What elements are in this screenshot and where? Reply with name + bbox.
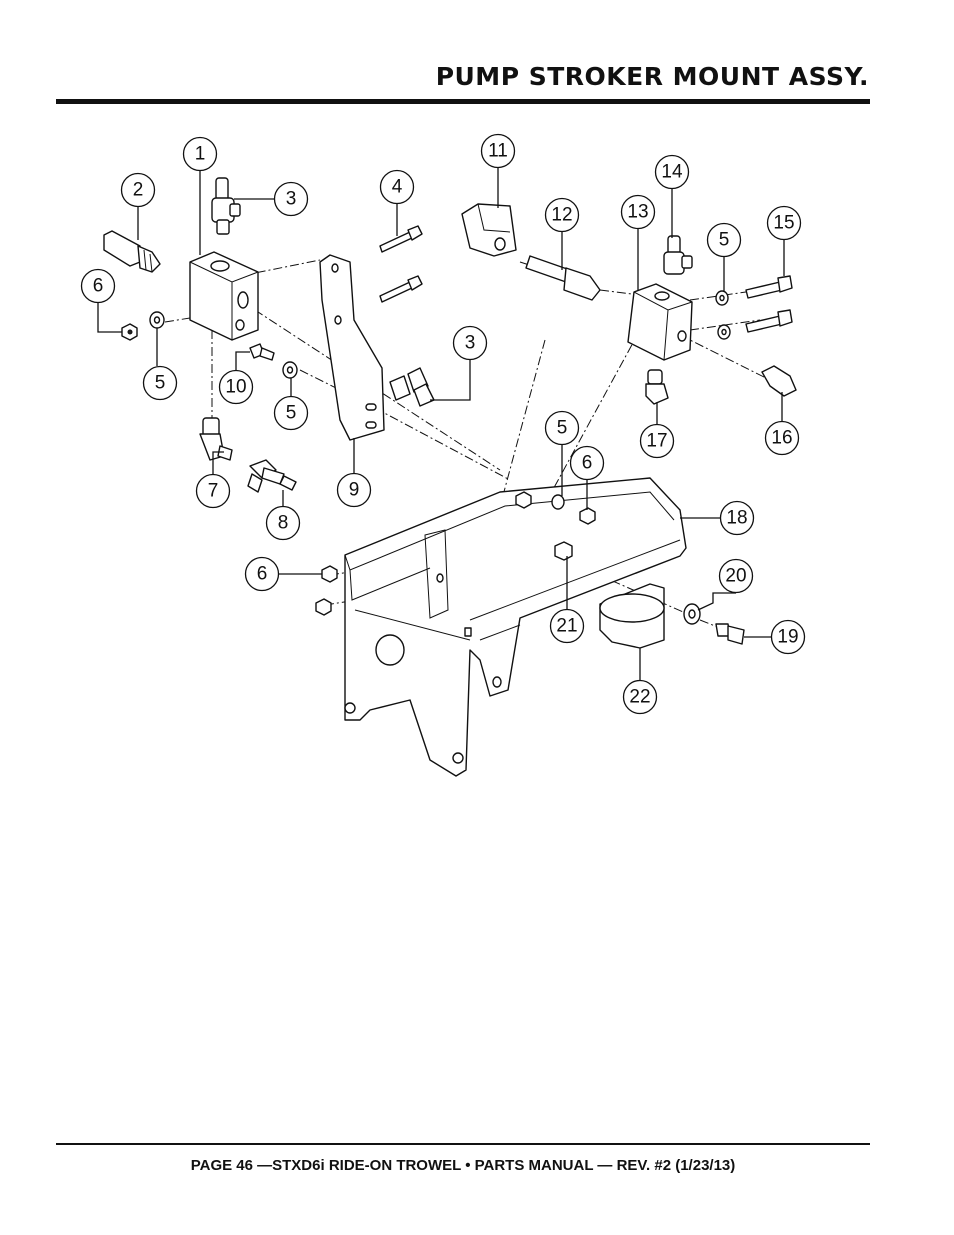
svg-text:20: 20 (725, 566, 746, 587)
callout-21: 21 (549, 608, 585, 644)
part-6-nut-left (121, 323, 138, 341)
callout-6-frame: 6 (569, 445, 605, 481)
callout-7: 7 (195, 473, 231, 509)
part-11-stroker-arm (461, 203, 517, 257)
part-2-switch (103, 230, 161, 273)
part-5-washers-right (715, 290, 731, 340)
svg-text:3: 3 (286, 189, 297, 210)
svg-text:5: 5 (719, 230, 730, 251)
callout-5-left: 5 (142, 365, 178, 401)
part-12-pin (525, 255, 601, 301)
part-7-elbow (199, 417, 233, 461)
callout-3-top: 3 (273, 181, 309, 217)
part-15-bolts (745, 275, 793, 333)
svg-text:13: 13 (627, 202, 648, 223)
svg-text:6: 6 (582, 453, 593, 474)
svg-text:3: 3 (465, 333, 476, 354)
callout-1: 1 (182, 136, 218, 172)
header-rule (56, 99, 870, 104)
svg-text:22: 22 (629, 687, 650, 708)
callout-8: 8 (265, 505, 301, 541)
callout-18: 18 (719, 500, 755, 536)
part-19-bolt (715, 623, 745, 645)
svg-text:14: 14 (661, 162, 683, 183)
part-3-tee-fitting-low (389, 367, 435, 407)
part-13-valve-block (627, 283, 693, 361)
svg-text:5: 5 (155, 373, 166, 394)
svg-text:1: 1 (195, 144, 206, 165)
svg-text:12: 12 (551, 205, 572, 226)
part-5-washer-mid (282, 361, 298, 379)
part-5-washer-left (149, 311, 165, 329)
svg-text:18: 18 (726, 508, 747, 529)
part-10-bolt (249, 343, 275, 361)
svg-text:16: 16 (771, 428, 792, 449)
frame-hardware (315, 491, 596, 616)
callout-10: 10 (218, 369, 254, 405)
svg-text:11: 11 (488, 141, 508, 162)
svg-text:5: 5 (557, 418, 568, 439)
callout-2: 2 (120, 172, 156, 208)
page-footer: PAGE 46 —STXD6i RIDE-ON TROWEL • PARTS M… (190, 1157, 736, 1174)
footer-rule (56, 1143, 870, 1145)
callout-15: 15 (766, 205, 802, 241)
part-8-tee (247, 459, 297, 493)
svg-text:6: 6 (93, 276, 104, 297)
page-title: PUMP STROKER MOUNT ASSY. (435, 62, 869, 91)
part-4-bolts (379, 225, 423, 303)
part-3-tee-fitting-top (211, 177, 241, 235)
callout-5-mid: 5 (273, 395, 309, 431)
callout-22: 22 (622, 679, 658, 715)
part-18-frame (344, 477, 687, 777)
callout-3-low: 3 (452, 325, 488, 361)
svg-text:4: 4 (392, 177, 403, 198)
svg-text:7: 7 (208, 481, 219, 502)
svg-text:17: 17 (646, 431, 667, 452)
svg-text:19: 19 (777, 627, 798, 648)
svg-text:2: 2 (133, 180, 144, 201)
svg-text:8: 8 (278, 513, 289, 534)
part-9-mount-bracket (319, 254, 385, 441)
callout-4: 4 (379, 169, 415, 205)
part-22-strap (599, 583, 665, 649)
callout-20: 20 (718, 558, 754, 594)
part-14-fitting (663, 235, 693, 275)
svg-text:10: 10 (225, 377, 246, 398)
part-20-washer (683, 603, 701, 625)
part-16-fitting (761, 365, 797, 397)
svg-text:15: 15 (773, 213, 794, 234)
callout-14: 14 (654, 154, 690, 190)
callout-11: 11 (480, 133, 516, 169)
svg-text:21: 21 (556, 616, 577, 637)
callout-6-left: 6 (80, 268, 116, 304)
callout-13: 13 (620, 194, 656, 230)
svg-text:9: 9 (349, 480, 360, 501)
callout-9: 9 (336, 472, 372, 508)
callout-6-lower: 6 (244, 556, 280, 592)
svg-text:5: 5 (286, 403, 297, 424)
callout-19: 19 (770, 619, 806, 655)
svg-text:6: 6 (257, 564, 268, 585)
callout-5-right: 5 (706, 222, 742, 258)
callout-5-frame: 5 (544, 410, 580, 446)
callout-12: 12 (544, 197, 580, 233)
part-1-valve-block (189, 251, 259, 341)
callout-17: 17 (639, 423, 675, 459)
callout-16: 16 (764, 420, 800, 456)
leader-lines (97, 168, 785, 680)
part-17-fitting (645, 369, 669, 405)
